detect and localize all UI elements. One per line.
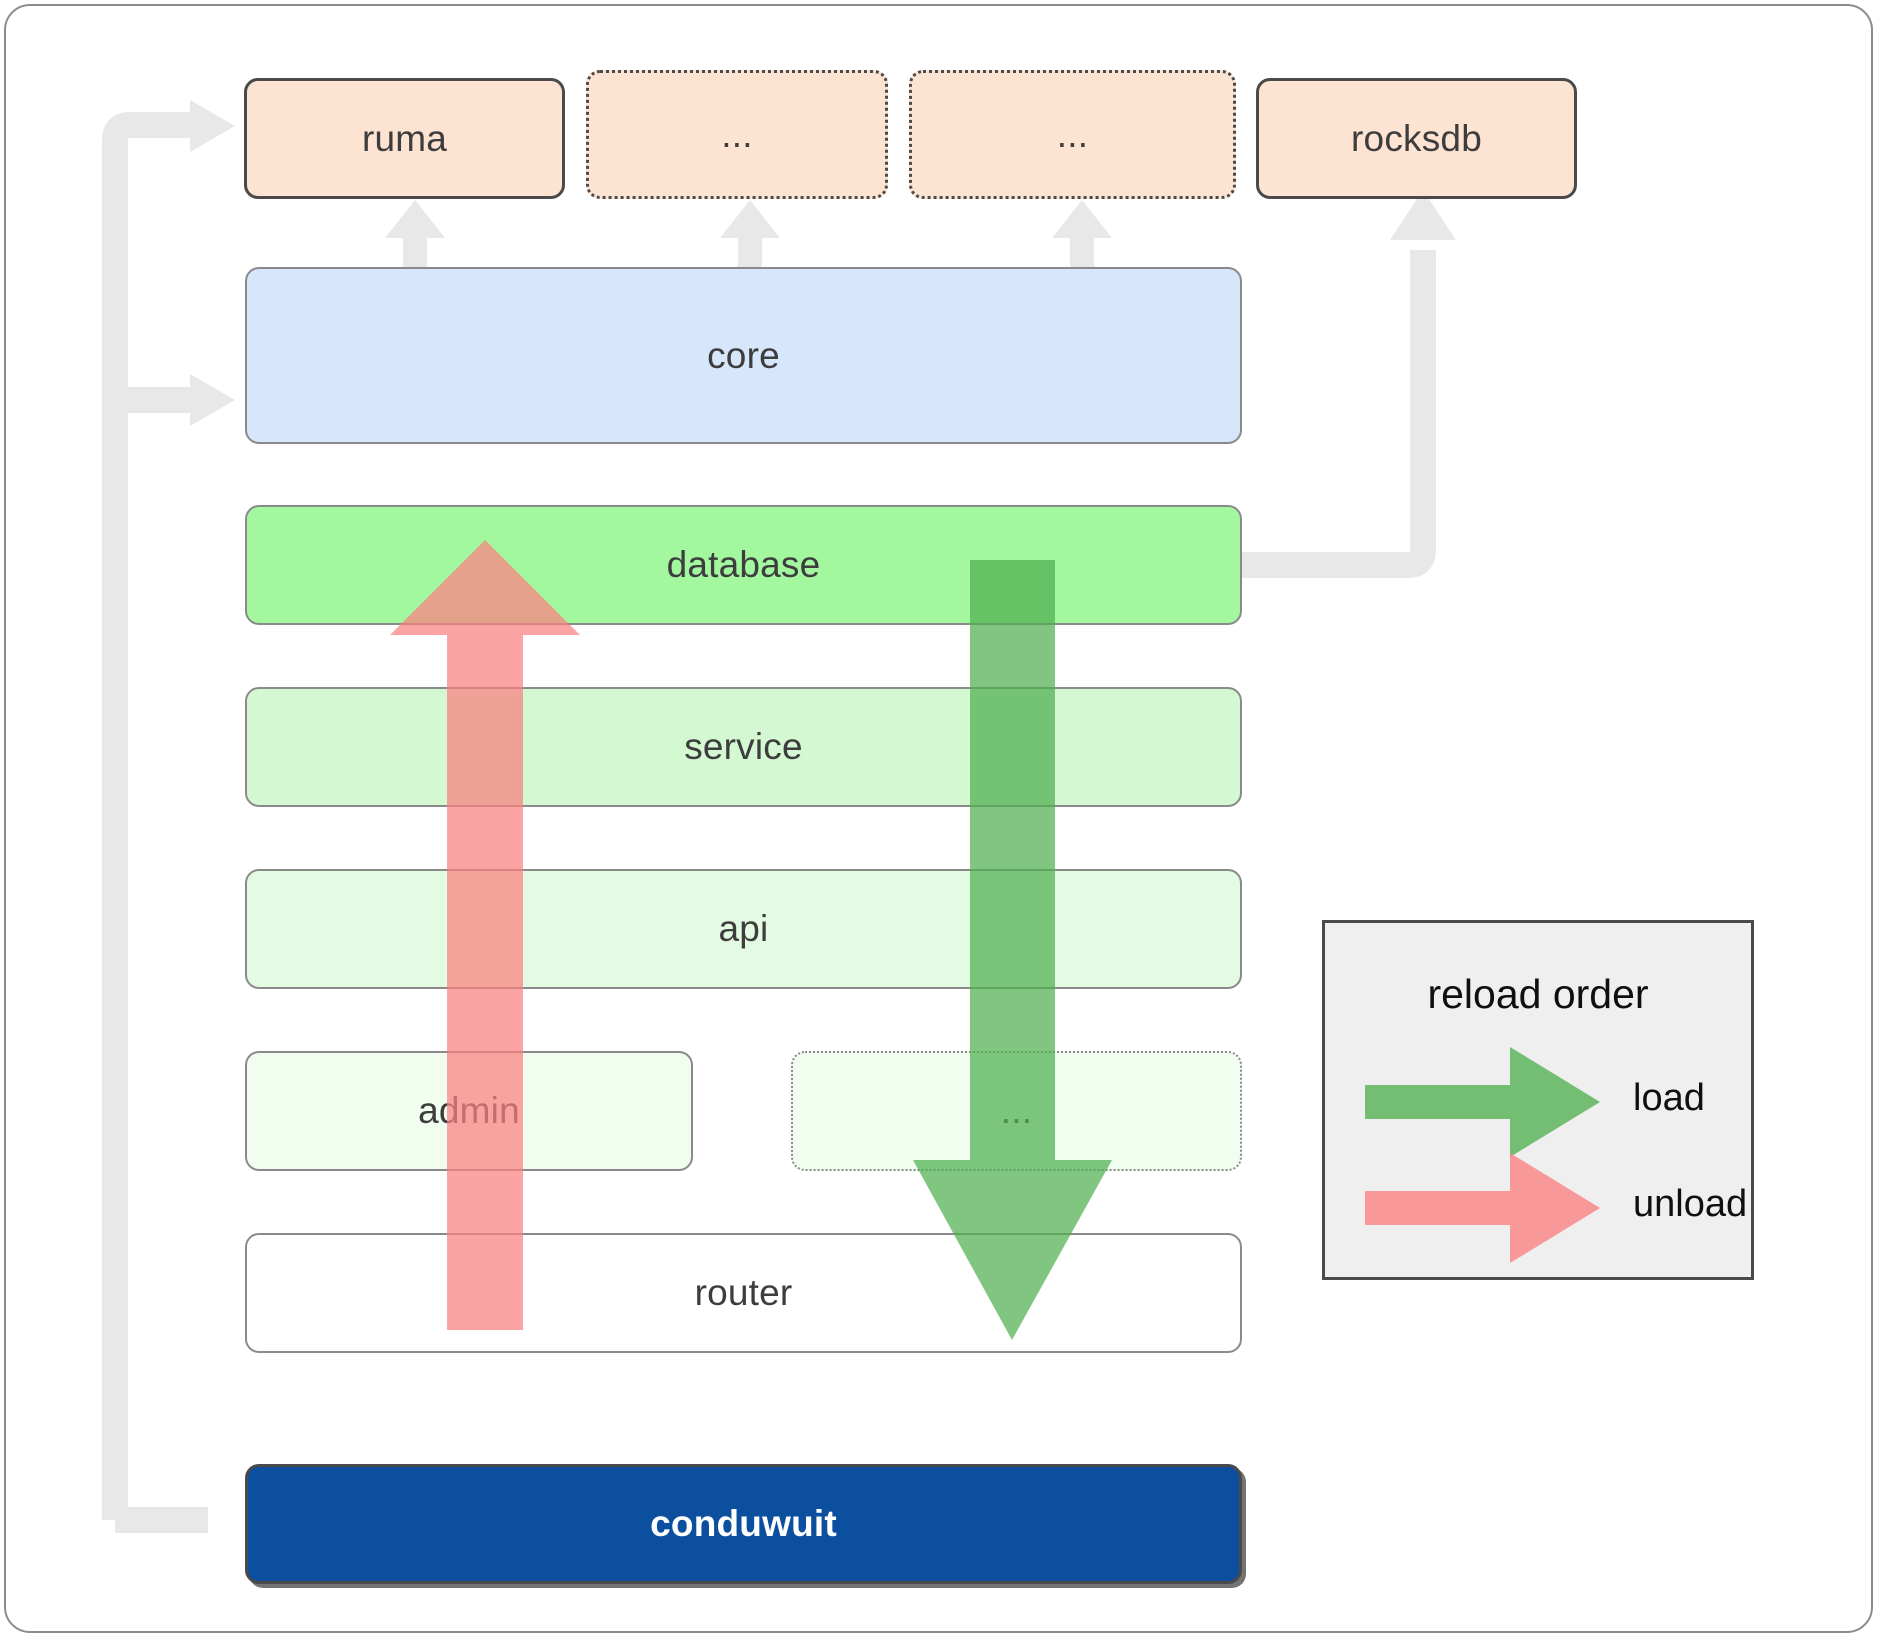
dependency-label: ...: [1056, 113, 1089, 155]
dependency-node-ellipsis-1[interactable]: ...: [586, 70, 888, 199]
stack-layer-database[interactable]: database: [245, 505, 1242, 625]
stack-layer-core[interactable]: core: [245, 267, 1242, 444]
legend-row-unload: unload: [1325, 1153, 1751, 1263]
dependency-label: ruma: [361, 117, 448, 159]
stack-layer-label: database: [666, 544, 821, 585]
binary-node-conduwuit[interactable]: conduwuit: [245, 1464, 1242, 1584]
legend-title: reload order: [1427, 971, 1649, 1017]
stack-layer-label: core: [707, 334, 780, 376]
legend-row-load: load: [1325, 1047, 1751, 1157]
legend-panel: reload order load unload: [1322, 920, 1754, 1280]
stack-layer-service[interactable]: service: [245, 687, 1242, 807]
dependency-label: ...: [721, 113, 753, 155]
legend-arrow-load-icon: [1365, 1047, 1600, 1157]
dependency-label: rocksdb: [1351, 117, 1482, 159]
diagram-frame: [4, 4, 1873, 1633]
connector-left-trunk: [102, 100, 235, 1533]
stack-layer-label: ...: [1000, 1090, 1033, 1131]
stack-layer-ellipsis[interactable]: ...: [791, 1051, 1242, 1171]
connector-core-to-ellipsis-1: [720, 200, 780, 285]
legend-label-unload: unload: [1633, 1183, 1748, 1225]
dependency-node-rocksdb[interactable]: rocksdb: [1256, 78, 1577, 199]
legend-label-load: load: [1633, 1077, 1705, 1119]
stack-layer-label: service: [684, 726, 803, 767]
stack-layer-label: router: [694, 1272, 793, 1313]
stack-layer-label: admin: [418, 1090, 520, 1131]
stack-layer-router[interactable]: router: [245, 1233, 1242, 1353]
connector-database-to-rocksdb: [1180, 190, 1456, 578]
stack-layer-api[interactable]: api: [245, 869, 1242, 989]
stack-layer-admin[interactable]: admin: [245, 1051, 693, 1171]
dependency-node-ruma[interactable]: ruma: [244, 78, 565, 199]
legend-arrow-unload-icon: [1365, 1153, 1600, 1263]
binary-label: conduwuit: [650, 1503, 837, 1544]
stack-layer-label: api: [718, 908, 769, 949]
dependency-node-ellipsis-2[interactable]: ...: [909, 70, 1236, 199]
